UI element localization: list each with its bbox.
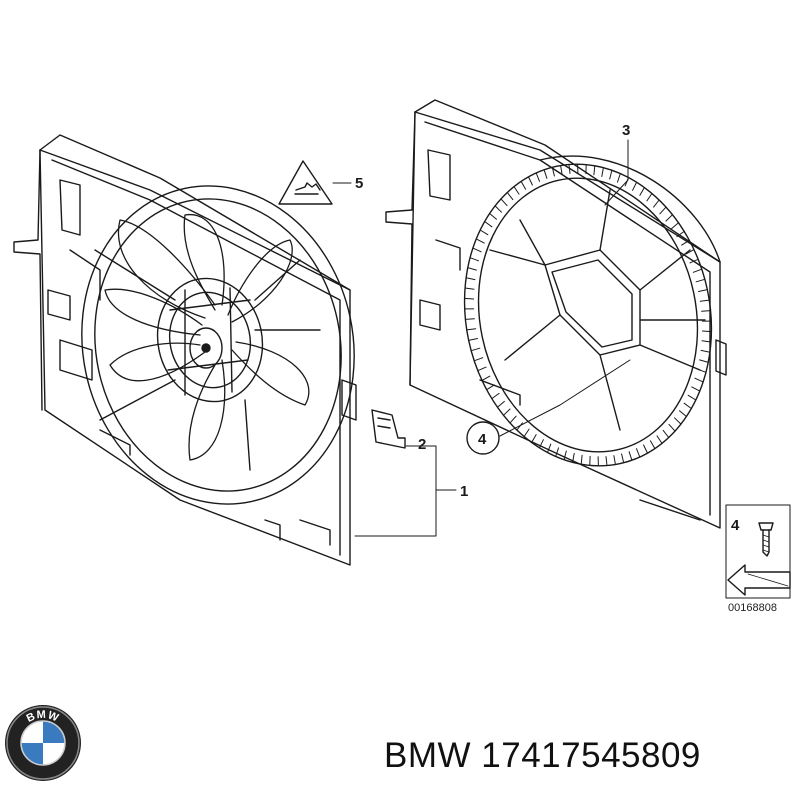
screw-icon bbox=[758, 522, 774, 531]
inset-callout-4: 4 bbox=[731, 517, 740, 534]
direction-arrow-icon bbox=[727, 564, 791, 596]
callout-3: 3 bbox=[622, 122, 630, 139]
shroud-right bbox=[385, 99, 727, 529]
logo-lettering: BMW bbox=[25, 709, 61, 725]
part-caption: BMW 17417545809 bbox=[384, 736, 794, 786]
callout-5: 5 bbox=[355, 175, 363, 192]
leader-lines-3-4 bbox=[499, 139, 631, 437]
part-number: 17417545809 bbox=[481, 736, 701, 775]
warning-label-part-5 bbox=[278, 160, 352, 205]
bracket-part-2 bbox=[371, 409, 406, 449]
callout-4-circle bbox=[466, 421, 500, 455]
bmw-logo-icon: BMW bbox=[5, 705, 81, 781]
diagram-reference-number: 00168808 bbox=[728, 602, 777, 614]
brand-label: BMW bbox=[384, 736, 472, 775]
fan-assembly-left bbox=[13, 134, 357, 566]
leader-lines-1-2 bbox=[354, 445, 457, 537]
callout-1: 1 bbox=[460, 483, 468, 500]
callout-2: 2 bbox=[418, 436, 426, 453]
inset-box bbox=[725, 504, 791, 599]
callout-4: 4 bbox=[478, 431, 487, 448]
